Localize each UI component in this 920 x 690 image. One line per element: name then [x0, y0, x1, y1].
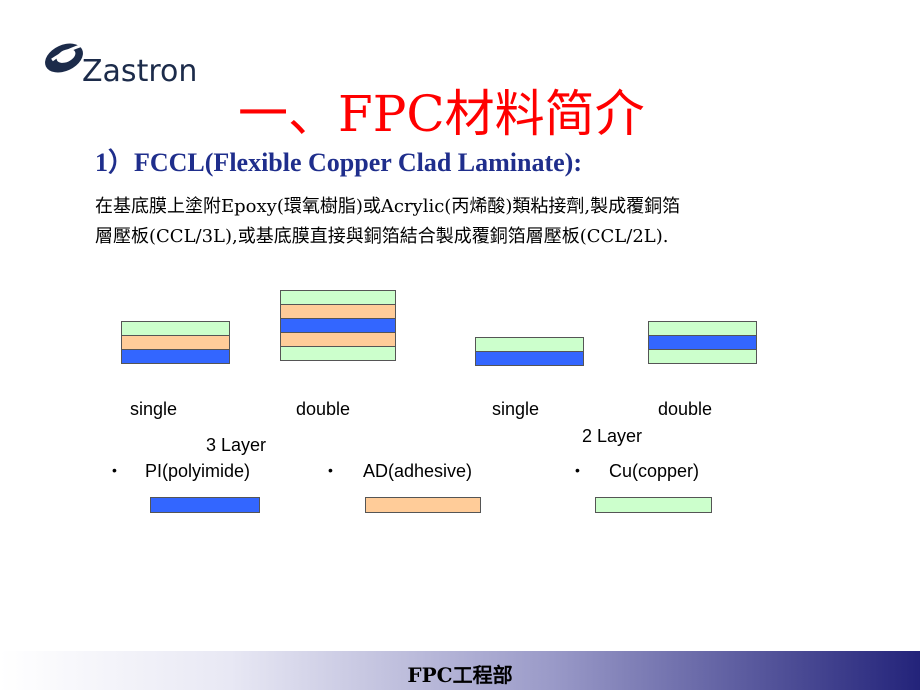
legend-swatch-pi [150, 497, 260, 513]
bullet-icon: • [575, 462, 580, 478]
paragraph-line-1: 在基底膜上塗附Epoxy(環氧樹脂)或Acrylic(丙烯酸)類粘接劑,製成覆銅… [95, 196, 681, 217]
group-label-2-layer: 2 Layer [582, 426, 643, 446]
layer-ad [280, 332, 396, 347]
legend-label-cu: Cu(copper) [609, 461, 700, 481]
stack-label-double: double [296, 399, 351, 419]
stack-label-single: single [492, 399, 540, 419]
layer-cu [475, 337, 584, 352]
layer-ad [280, 304, 396, 319]
paragraph-line-2: 層壓板(CCL/3L),或基底膜直接與銅箔結合製成覆銅箔層壓板(CCL/2L). [95, 226, 669, 247]
stack-3layer-single [121, 321, 230, 364]
layer-cu [280, 290, 396, 305]
legend-swatch-cu [595, 497, 712, 513]
legend-label-pi: PI(polyimide) [145, 461, 251, 481]
stack-label-single: single [130, 399, 178, 419]
stack-2layer-double [648, 321, 757, 364]
layer-ad [121, 335, 230, 350]
layer-cu [121, 321, 230, 336]
layer-pi [648, 335, 757, 350]
legend-swatch-ad [365, 497, 481, 513]
layer-pi [475, 351, 584, 366]
layer-cu [280, 346, 396, 361]
bullet-icon: • [112, 462, 117, 478]
layer-pi [121, 349, 230, 364]
legend-label-ad: AD(adhesive) [363, 461, 473, 481]
footer-text: FPC工程部 [407, 663, 513, 687]
bullet-icon: • [328, 462, 333, 478]
zastron-e-swoosh-logo-icon [45, 42, 87, 73]
stack-label-double: double [658, 399, 713, 419]
company-logo: Zastron [42, 36, 212, 92]
group-label-3-layer: 3 Layer [206, 435, 267, 455]
layer-pi [280, 318, 396, 333]
stack-3layer-double [280, 290, 396, 361]
logo-text: Zastron [82, 54, 198, 89]
slide-title: 一、FPC材料简介 [238, 85, 645, 143]
slide-subtitle: 1）FCCL(Flexible Copper Clad Laminate): [95, 148, 582, 177]
layer-cu [648, 321, 757, 336]
layer-cu [648, 349, 757, 364]
footer-bar: FPC工程部 [0, 651, 920, 690]
stack-2layer-single [475, 337, 584, 366]
